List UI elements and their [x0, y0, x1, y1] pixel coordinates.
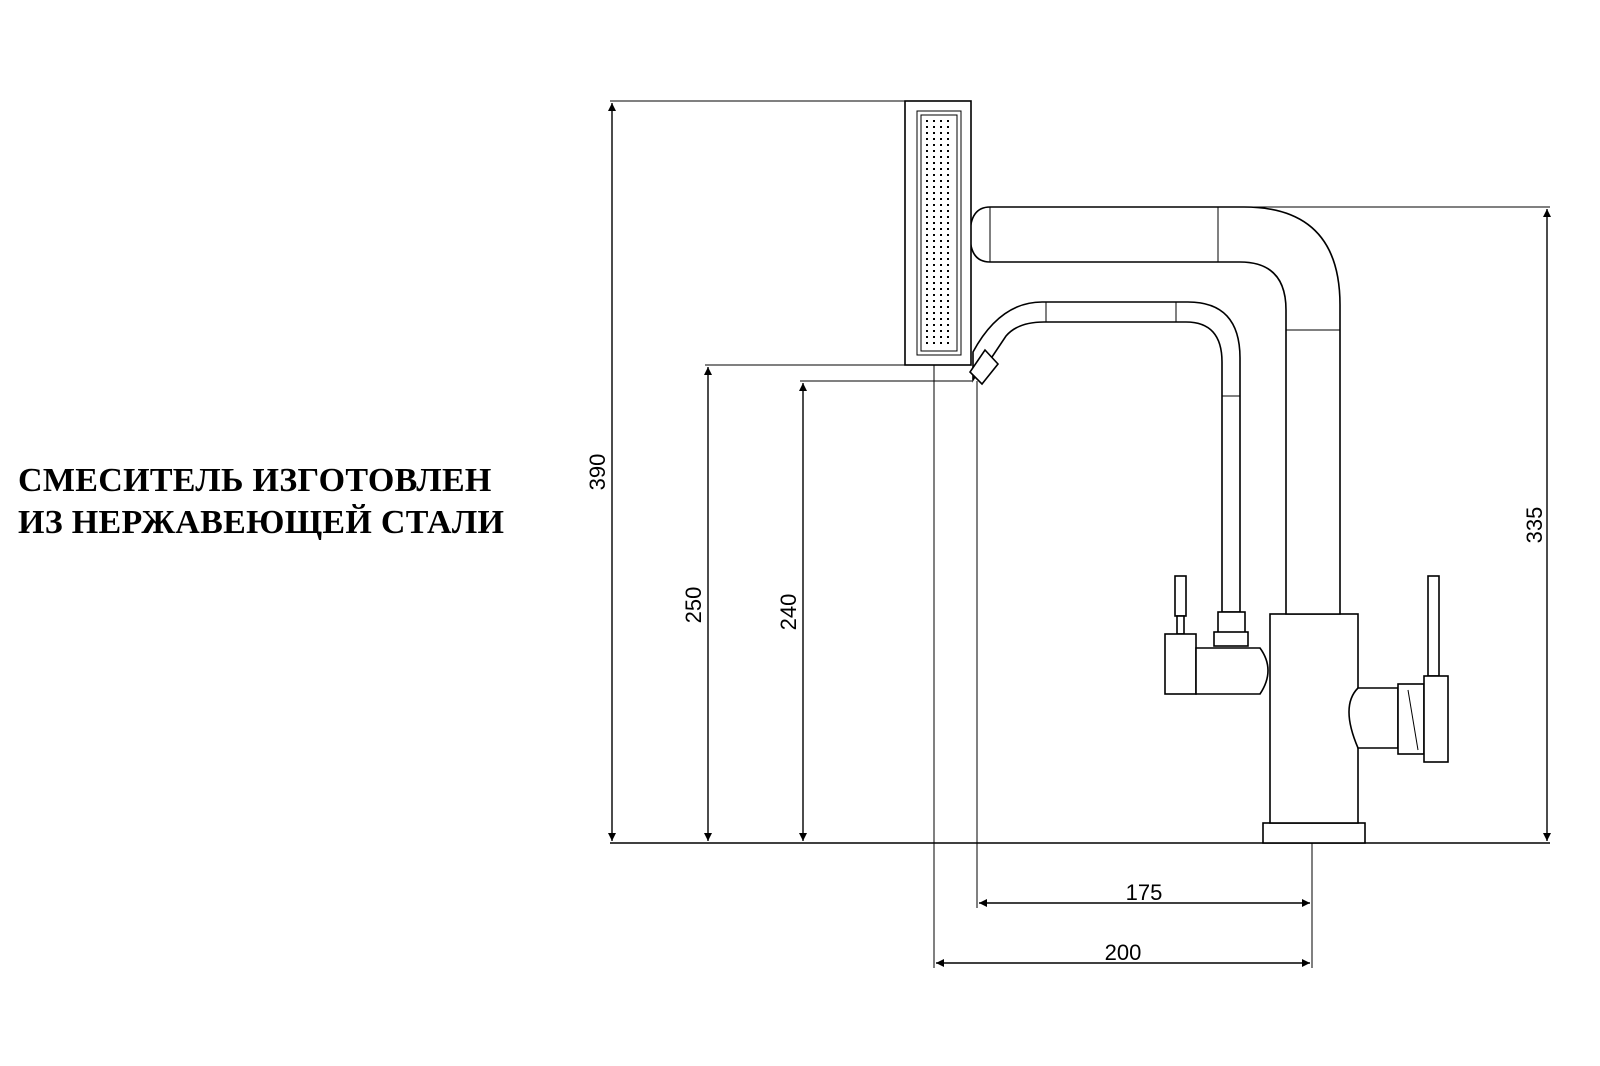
- shower-nozzles: [926, 120, 949, 346]
- material-caption: СМЕСИТЕЛЬ ИЗГОТОВЛЕН ИЗ НЕРЖАВЕЮЩЕЙ СТАЛ…: [18, 460, 578, 544]
- faucet-body: [1262, 613, 1366, 844]
- dimension-240: 240: [776, 380, 972, 841]
- dim-label-200: 200: [1105, 940, 1142, 965]
- dim-label-335: 335: [1522, 507, 1547, 544]
- dimension-175: 175: [979, 880, 1310, 907]
- dim-label-390: 390: [585, 454, 610, 491]
- dimension-335: 335: [1240, 206, 1551, 841]
- shower-head: [904, 100, 972, 366]
- dim-label-240: 240: [776, 594, 801, 631]
- caption-line-1: СМЕСИТЕЛЬ ИЗГОТОВЛЕН: [18, 462, 492, 499]
- right-handle: [1348, 575, 1449, 763]
- dim-label-250: 250: [681, 587, 706, 624]
- dimension-390: 390: [585, 100, 905, 841]
- dimension-200: 200: [936, 940, 1310, 967]
- dim-label-175: 175: [1126, 880, 1163, 905]
- left-handle: [1164, 575, 1269, 695]
- filter-spout: [968, 301, 1241, 613]
- caption-line-2: ИЗ НЕРЖАВЕЮЩЕЙ СТАЛИ: [18, 504, 505, 541]
- main-spout: [969, 206, 1341, 615]
- dimension-250: 250: [681, 364, 935, 841]
